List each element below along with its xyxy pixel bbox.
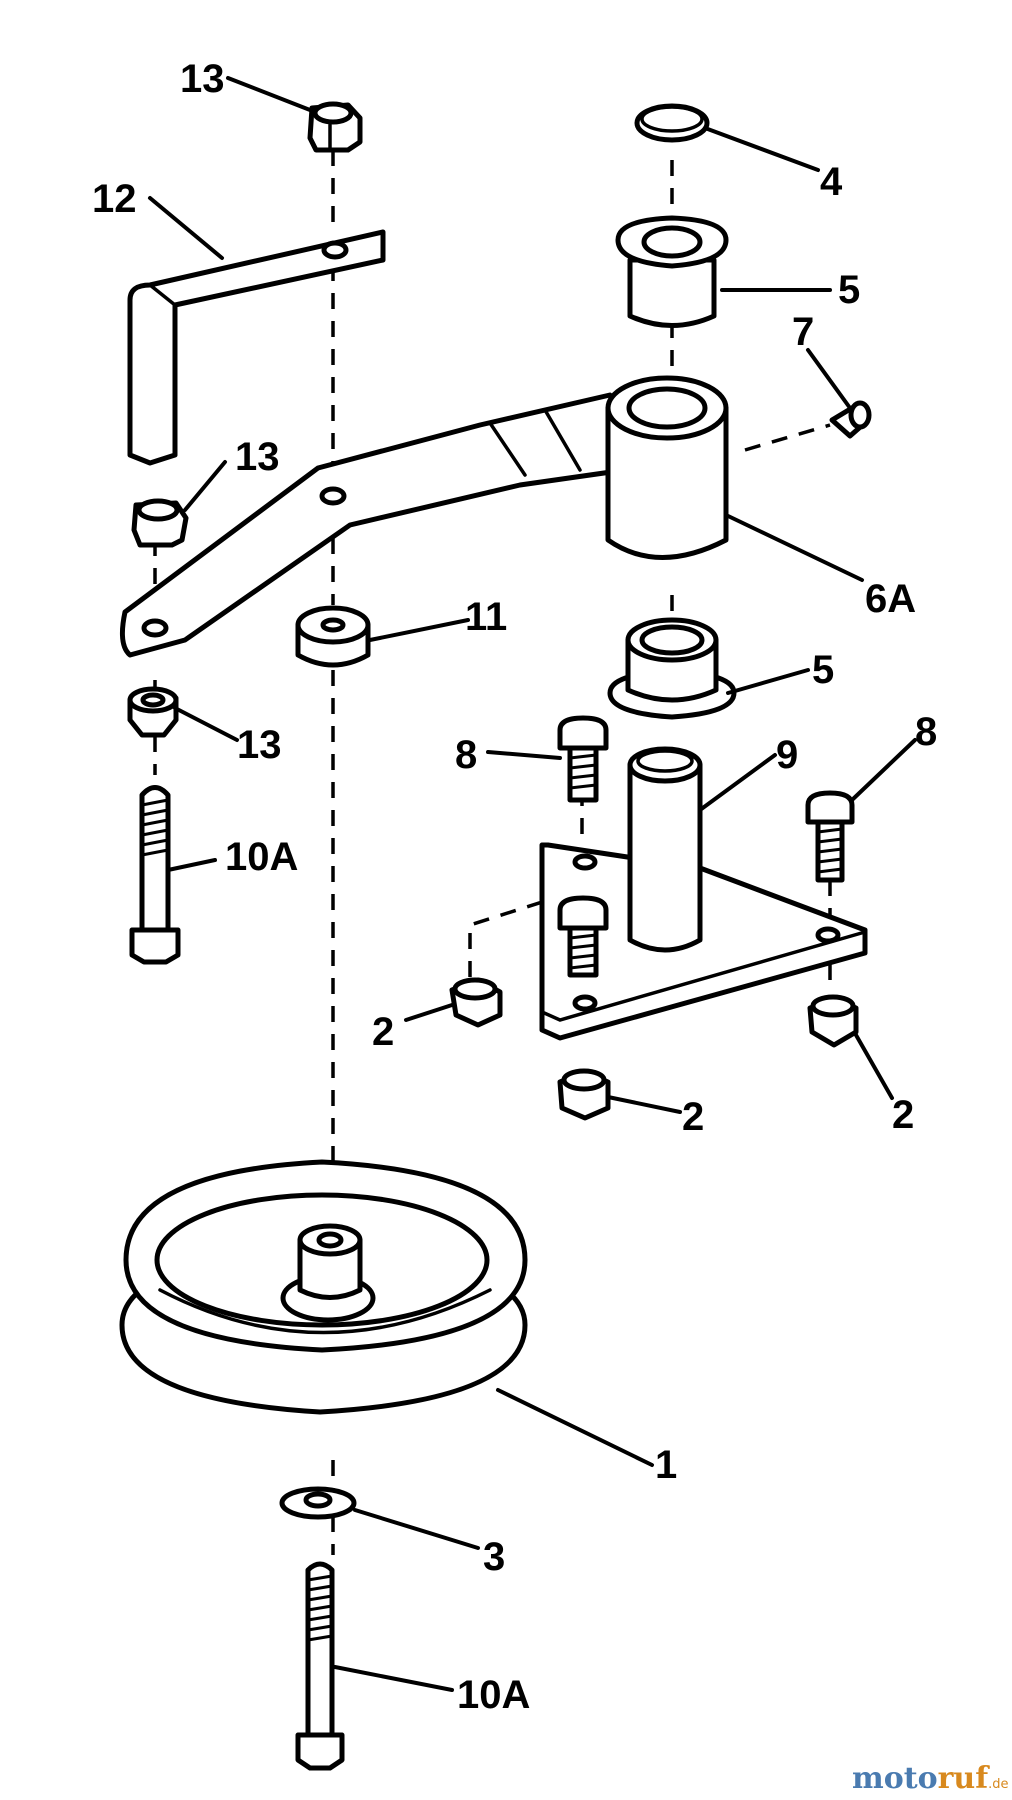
watermark-ruf: ruf xyxy=(938,1761,991,1796)
part-4-retaining-ring xyxy=(634,103,710,143)
svg-text:motoruf.de: motoruf.de xyxy=(852,1761,1009,1796)
callout-10a-upper: 10A xyxy=(225,835,298,879)
part-8-bolt-center xyxy=(557,895,609,978)
part-1-idler-pulley xyxy=(119,1159,528,1415)
part-7-grease-fitting xyxy=(829,400,872,439)
callout-8-left: 8 xyxy=(455,733,477,777)
part-8-bolt-right xyxy=(805,790,855,883)
callout-4: 4 xyxy=(820,160,843,204)
callout-5-lower: 5 xyxy=(812,648,834,692)
part-13-nut-middle xyxy=(131,498,189,548)
callout-8-right: 8 xyxy=(915,710,937,754)
callout-1: 1 xyxy=(655,1443,677,1487)
part-12-bracket xyxy=(127,229,386,466)
part-6a-idler-arm xyxy=(119,375,729,658)
callout-13-middle: 13 xyxy=(235,435,280,479)
callout-5-upper: 5 xyxy=(838,268,860,312)
part-8-bolt-left xyxy=(557,715,609,803)
part-13-nut-lower xyxy=(127,686,179,738)
part-3-washer xyxy=(279,1486,357,1520)
callout-7: 7 xyxy=(792,310,814,354)
callout-13-top: 13 xyxy=(180,57,225,101)
part-13-nut-top xyxy=(307,101,363,153)
part-10a-bolt-lower xyxy=(295,1561,345,1771)
callout-2-center: 2 xyxy=(682,1095,704,1139)
callout-13-lower: 13 xyxy=(237,723,282,767)
part-2-nut-left xyxy=(449,977,503,1028)
callout-2-left: 2 xyxy=(372,1010,394,1054)
callout-2-right: 2 xyxy=(892,1093,914,1137)
part-11-spacer xyxy=(295,605,371,668)
part-5-bushing-upper xyxy=(615,215,729,328)
callout-labels: 13 12 13 13 10A 11 4 5 7 6A 5 8 9 8 2 2 … xyxy=(92,57,937,1717)
part-2-nut-right xyxy=(807,994,859,1048)
callout-11: 11 xyxy=(465,595,507,639)
watermark-moto: moto xyxy=(852,1761,938,1796)
motoruf-watermark: motoruf.de xyxy=(852,1761,1009,1796)
leader-lines xyxy=(148,76,917,1692)
callout-3: 3 xyxy=(483,1535,505,1579)
part-5-bushing-lower xyxy=(607,617,737,720)
part-10a-bolt-upper xyxy=(129,785,181,965)
part-2-nut-center xyxy=(557,1068,611,1121)
callout-6a: 6A xyxy=(865,577,916,621)
part-9-mounting-plate xyxy=(539,746,868,1041)
callout-9: 9 xyxy=(776,733,798,777)
callout-12: 12 xyxy=(92,177,137,221)
watermark-tld: .de xyxy=(988,1777,1008,1792)
callout-10a-lower: 10A xyxy=(457,1673,530,1717)
